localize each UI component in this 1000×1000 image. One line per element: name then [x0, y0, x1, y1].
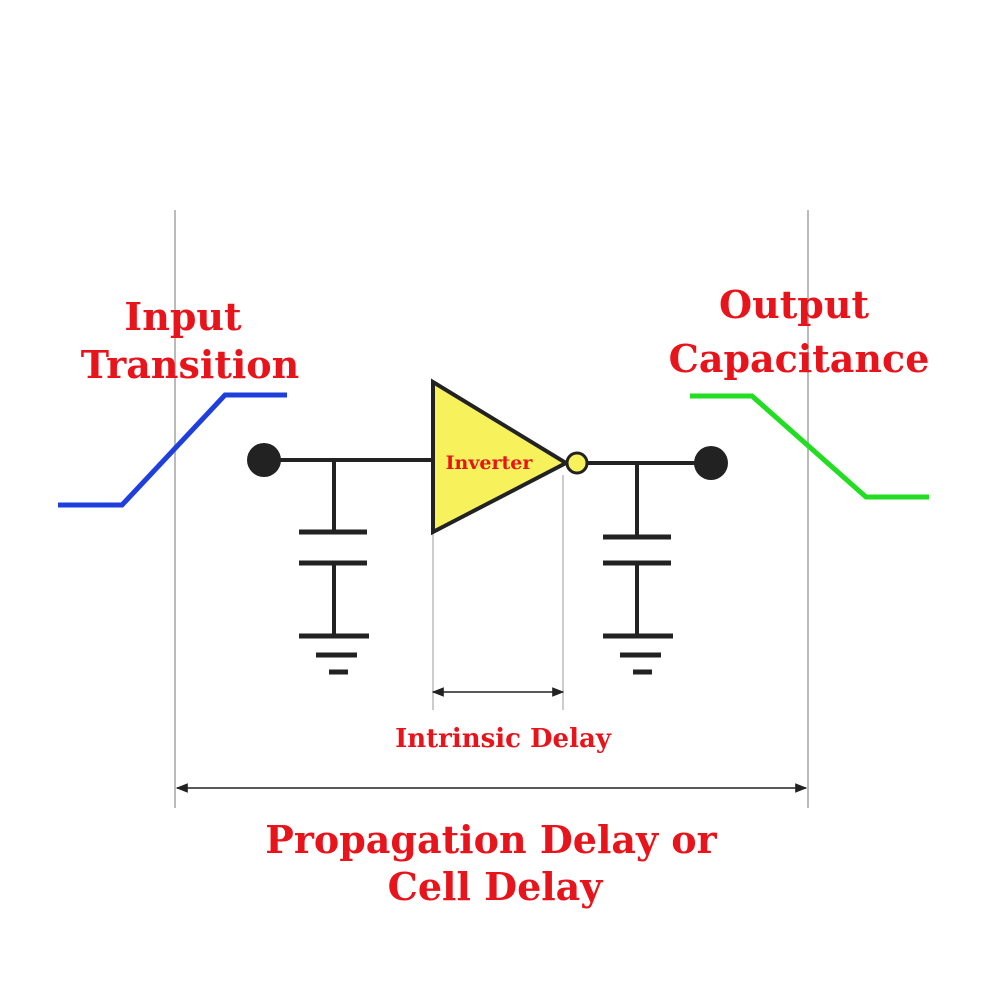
- output-capacitance-label-line1: Output: [719, 282, 869, 327]
- propagation-delay-label-line1: Propagation Delay or: [265, 817, 717, 862]
- input-transition-label-line1: Input: [124, 294, 242, 339]
- output-capacitance-waveform: [690, 393, 929, 500]
- input-ground-symbol: [299, 633, 369, 675]
- output-capacitance-label-line2: Capacitance: [669, 336, 930, 381]
- inverter-bubble: [565, 451, 589, 475]
- propagation-delay-label-line2: Cell Delay: [388, 864, 604, 909]
- intrinsic-delay-label: Intrinsic Delay: [395, 724, 612, 754]
- output-node-dot: [694, 446, 728, 480]
- inverter-label: Inverter: [446, 452, 534, 474]
- output-ground-symbol: [603, 633, 673, 675]
- input-node-dot: [247, 443, 281, 477]
- input-transition-label-line2: Transition: [81, 342, 300, 387]
- input-capacitor: [299, 460, 367, 636]
- input-transition-waveform: [58, 392, 287, 508]
- inverter-triangle: [431, 378, 571, 536]
- output-capacitor: [603, 463, 671, 636]
